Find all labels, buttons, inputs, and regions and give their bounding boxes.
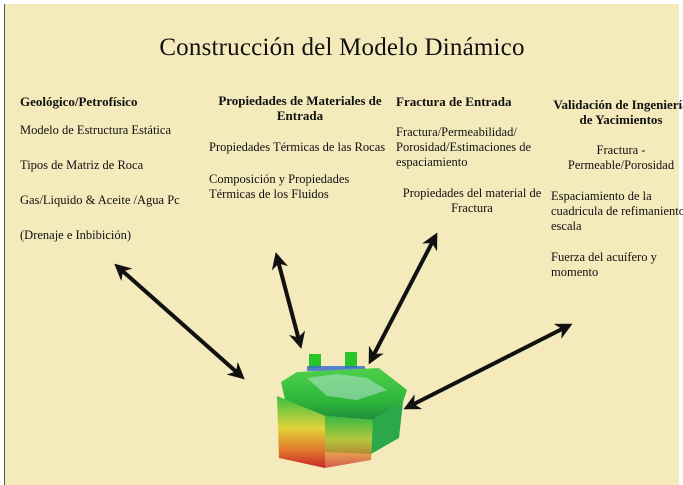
column-heading: Validación de Ingeniería de Yacimientos (553, 97, 683, 127)
reservoir-3d-model-icon (277, 352, 407, 468)
column-item: Composición y Propiedades Térmicas de lo… (209, 172, 350, 201)
column-item: Propiedades Térmicas de las Rocas (209, 140, 386, 154)
column-item: Fractura - Permeable/Porosidad (567, 143, 675, 172)
double-headed-arrow-icon (368, 232, 438, 365)
slide-background: Construcción del Modelo Dinámico Geológi… (4, 4, 683, 485)
column-propiedades: Propiedades de Materiales de Entrada Pro… (209, 93, 391, 219)
arrows-layer (114, 232, 573, 410)
diagram-title: Construcción del Modelo Dinámico (159, 34, 525, 61)
double-headed-arrow-icon (114, 263, 245, 380)
column-item: Fractura/Permeabilidad/ Porosidad/Estima… (396, 125, 532, 169)
column-fractura: Fractura de Entrada Fractura/Permeabilid… (396, 94, 548, 216)
column-heading: Propiedades de Materiales de Entrada (218, 93, 382, 123)
column-item: Espaciamiento de la cuadricula de refima… (551, 189, 683, 233)
column-heading: Fractura de Entrada (396, 94, 512, 109)
column-item: Modelo de Estructura Estática (20, 123, 171, 137)
column-item: Propiedades del material de Fractura (402, 186, 542, 215)
column-heading: Geológico/Petrofísico (20, 94, 138, 109)
column-item: Tipos de Matriz de Roca (20, 158, 144, 172)
column-item: Fuerza del acuífero y momento (551, 250, 657, 279)
column-validacion: Validación de Ingeniería de Yacimientos … (551, 97, 683, 296)
column-geologico: Geológico/Petrofísico Modelo de Estructu… (20, 94, 215, 263)
double-headed-arrow-icon (403, 323, 573, 410)
column-item: Gas/Liquido & Aceite /Agua Pc (20, 193, 180, 207)
column-item: (Drenaje e Inbibición) (20, 228, 132, 242)
double-headed-arrow-icon (271, 252, 306, 349)
